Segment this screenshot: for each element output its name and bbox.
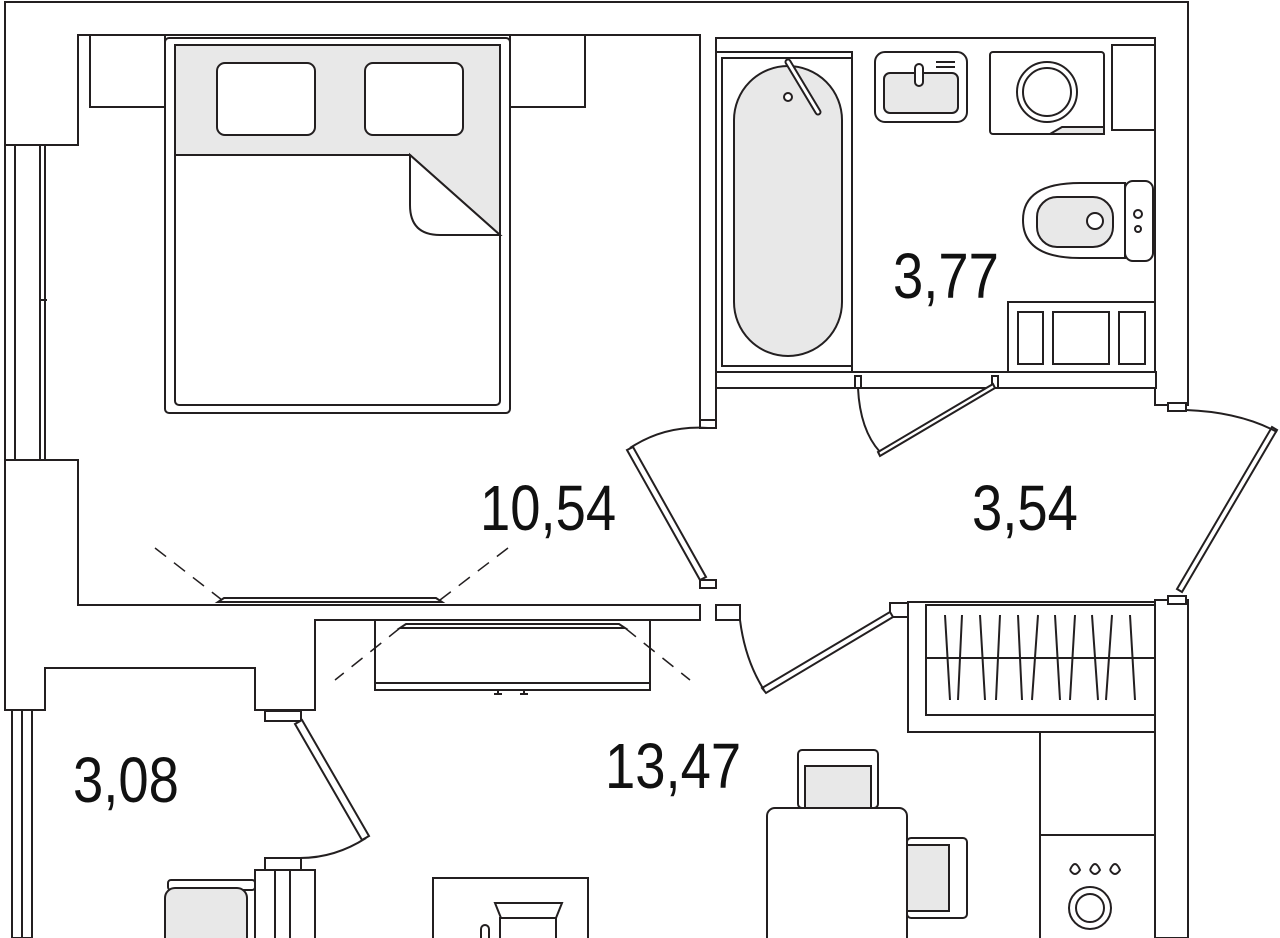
bathroom-shelf <box>1007 301 1156 375</box>
desk <box>432 877 589 938</box>
double-bed <box>164 37 511 414</box>
bedside-tables <box>89 34 586 108</box>
area-hallway: 3,54 <box>972 472 1078 544</box>
door-loggia[interactable] <box>264 710 371 871</box>
door-kitchen[interactable] <box>739 602 909 695</box>
area-labels: 10,54 3,77 3,54 13,47 3,08 <box>73 240 1078 816</box>
area-bedroom: 10,54 <box>480 472 616 544</box>
tv-bedroom <box>154 547 509 603</box>
area-bathroom: 3,77 <box>893 240 999 312</box>
tv-living <box>334 619 691 695</box>
window-bedroom <box>4 144 47 461</box>
area-loggia: 3,08 <box>73 744 179 816</box>
door-entrance-right[interactable] <box>1175 409 1279 594</box>
pillow <box>364 62 464 136</box>
door-bedroom[interactable] <box>625 419 717 589</box>
area-kitchen-living: 13,47 <box>605 730 741 802</box>
sink <box>874 51 968 123</box>
cabinet <box>1111 44 1156 131</box>
stove <box>1039 731 1156 938</box>
armchair-loggia <box>164 869 316 938</box>
washing-machine <box>989 51 1105 135</box>
bathtub <box>715 51 853 373</box>
window-loggia <box>11 709 33 938</box>
dining-table <box>766 749 968 938</box>
toilet <box>1021 180 1154 262</box>
wardrobe <box>907 601 1156 733</box>
door-bathroom[interactable] <box>854 375 999 458</box>
pillow <box>216 62 316 136</box>
